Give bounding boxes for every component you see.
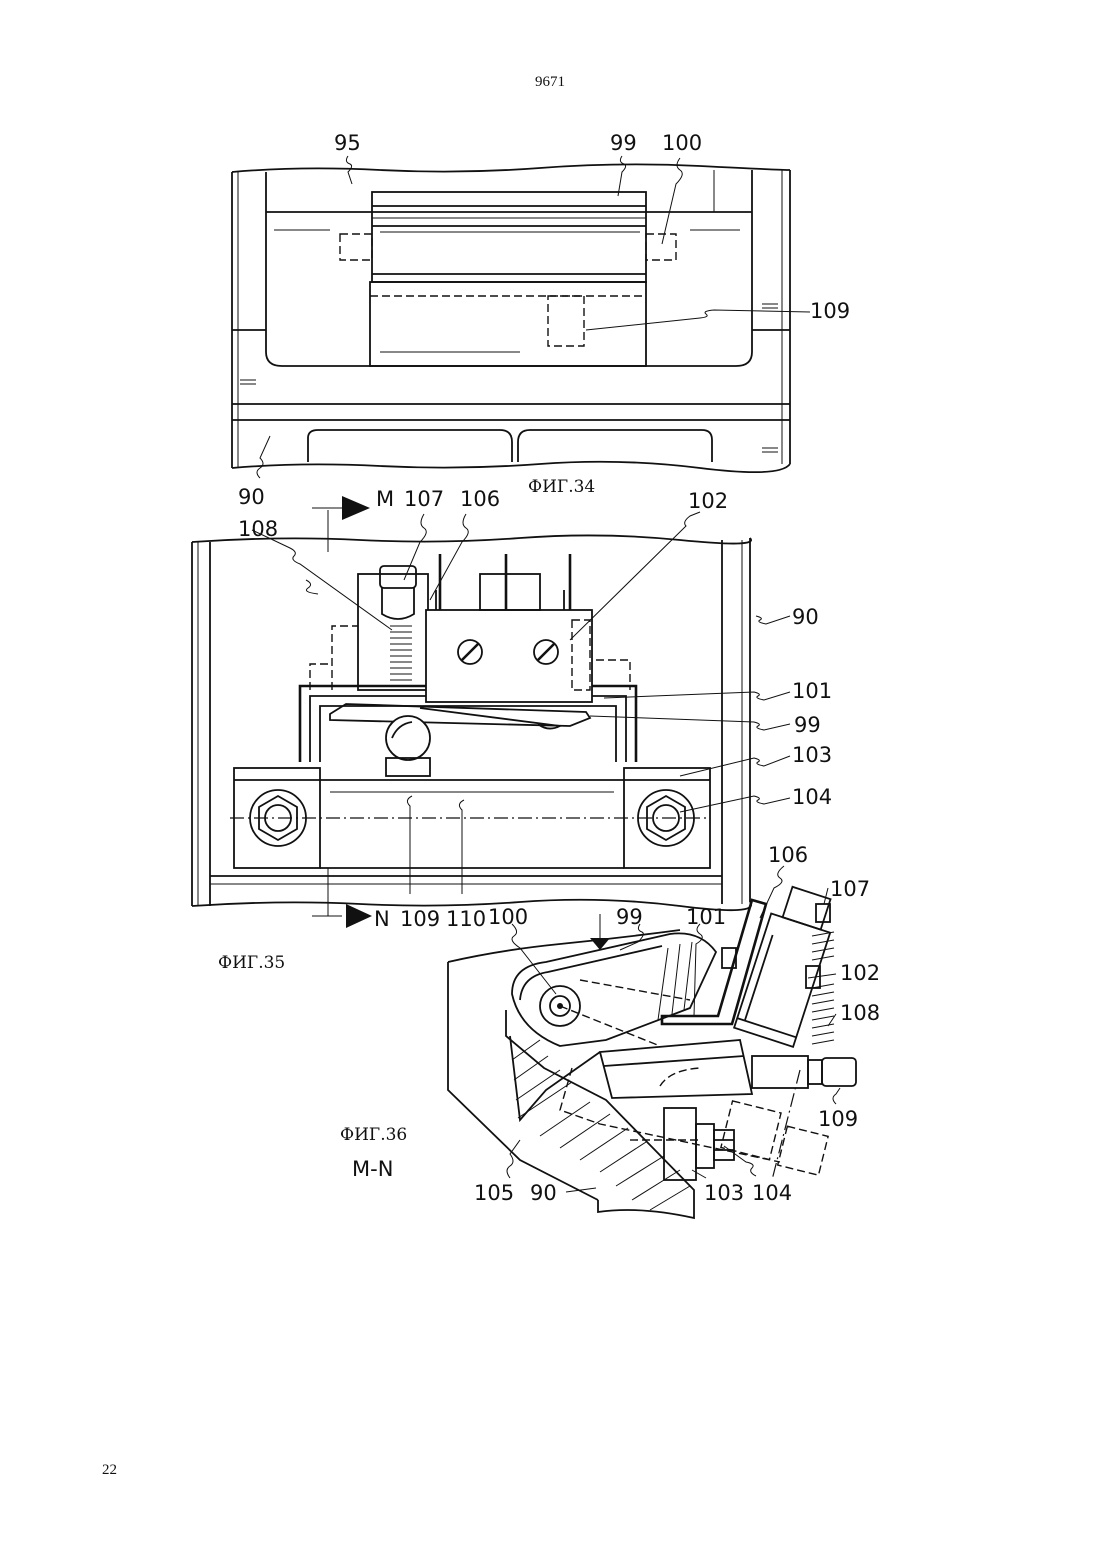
fig36-section-label: M-N (352, 1157, 393, 1181)
fig36-label-105: 105 (474, 1181, 514, 1205)
fig35-label-90: 90 (792, 605, 819, 629)
fig34-label-95: 95 (334, 131, 361, 155)
fig36-label-109: 109 (818, 1107, 858, 1131)
fig36-label-108: 108 (840, 1001, 880, 1025)
fig36-label-107: 107 (830, 877, 870, 901)
fig35-label-103: 103 (792, 743, 832, 767)
fig34-label-100: 100 (662, 131, 702, 155)
fig35-label-108: 108 (238, 517, 278, 541)
fig34-caption: ФИГ.34 (528, 477, 595, 497)
fig36-label-99: 99 (616, 905, 643, 929)
fig36-label-101: 101 (686, 905, 726, 929)
figure-34: 95 99 100 109 90 ФИГ.34 (232, 131, 850, 509)
fig34-label-109: 109 (810, 299, 850, 323)
fig35-label-107: 107 (404, 487, 444, 511)
fig36-caption: ФИГ.36 (340, 1125, 407, 1145)
fig36-label-106: 106 (768, 843, 808, 867)
fig36-label-103: 103 (704, 1181, 744, 1205)
fig35-label-101: 101 (792, 679, 832, 703)
fig35-label-102: 102 (688, 489, 728, 513)
fig35-label-M: M (376, 487, 394, 511)
fig35-label-110: 110 (446, 907, 486, 931)
fig35-label-104: 104 (792, 785, 832, 809)
fig35-label-N: N (374, 907, 390, 931)
fig35-label-99: 99 (794, 713, 821, 737)
fig35-label-109: 109 (400, 907, 440, 931)
fig36-label-100: 100 (488, 905, 528, 929)
fig36-label-104: 104 (752, 1181, 792, 1205)
page-number: 22 (102, 1462, 117, 1479)
fig34-label-90: 90 (238, 485, 265, 509)
figure-36: 100 99 101 106 107 102 108 109 105 90 10… (340, 843, 880, 1218)
fig36-label-90: 90 (530, 1181, 557, 1205)
fig35-label-106: 106 (460, 487, 500, 511)
figure-35: M 107 106 102 108 90 101 99 103 104 N 10… (192, 487, 832, 973)
fig36-label-102: 102 (840, 961, 880, 985)
fig35-caption: ФИГ.35 (218, 953, 285, 973)
fig34-label-99: 99 (610, 131, 637, 155)
